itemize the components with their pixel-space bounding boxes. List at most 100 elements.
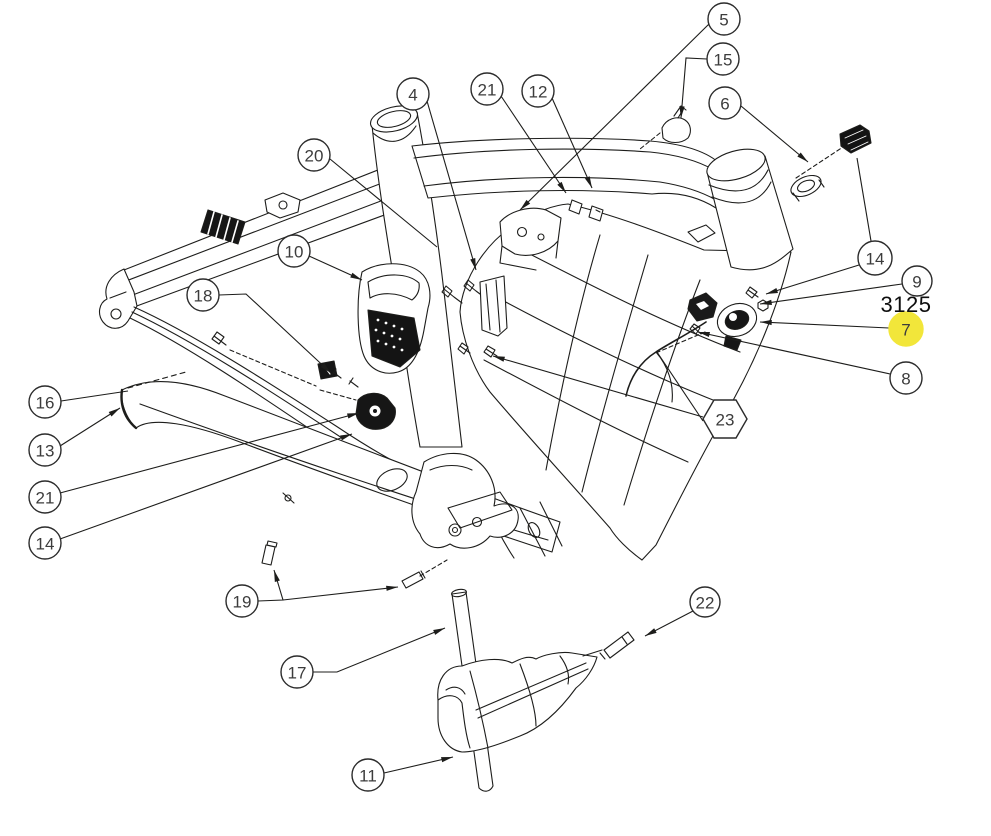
leader-line xyxy=(493,356,703,417)
callout-21: 21 xyxy=(29,413,359,513)
leader-arrowhead xyxy=(493,356,505,362)
head-tube xyxy=(703,143,793,270)
callout-number: 10 xyxy=(285,243,304,262)
leader-arrowhead xyxy=(108,408,120,417)
callout-number: 16 xyxy=(36,394,55,413)
callout-balloon-18[interactable] xyxy=(187,279,219,311)
callout-balloon-15[interactable] xyxy=(707,43,739,75)
callout-balloon-21[interactable] xyxy=(471,73,503,105)
callout-balloon-6[interactable] xyxy=(709,87,741,119)
leader-arrowhead xyxy=(584,176,592,188)
leader-arrowhead xyxy=(557,181,566,193)
leader-line xyxy=(698,332,890,374)
top-tube xyxy=(412,138,718,208)
callout-balloon-11[interactable] xyxy=(352,759,384,791)
callout-13: 13 xyxy=(29,408,120,466)
leader-arrowhead xyxy=(320,363,331,373)
leader-line xyxy=(741,106,808,162)
callout-10: 10 xyxy=(278,235,362,280)
callout-number: 14 xyxy=(866,250,885,269)
callout-balloon-4[interactable] xyxy=(397,78,429,110)
leader-arrowhead xyxy=(441,757,453,763)
callout-balloon-21[interactable] xyxy=(29,481,61,513)
callout-balloon-16[interactable] xyxy=(29,386,61,418)
leader-line xyxy=(681,58,707,118)
callout-number: 21 xyxy=(478,81,497,100)
callout-19: 19 xyxy=(226,570,398,617)
motor-junction xyxy=(373,453,518,548)
leader-line xyxy=(766,265,859,294)
callout-23: 23 xyxy=(493,352,747,438)
callout-balloon-13[interactable] xyxy=(29,434,61,466)
leader-line xyxy=(219,294,331,373)
highlighted-part-number: 3125 xyxy=(880,292,932,317)
leader-line xyxy=(330,159,437,247)
leader-arrowhead xyxy=(760,299,772,305)
leader-line xyxy=(657,352,703,421)
leader-arrowhead xyxy=(679,106,685,118)
leader-line xyxy=(857,158,871,241)
callout-number: 15 xyxy=(714,51,733,70)
grille-cover-part xyxy=(358,264,430,373)
callout-balloon-22[interactable] xyxy=(690,587,720,617)
callout-number: 6 xyxy=(720,95,729,114)
callout-6: 6 xyxy=(709,87,808,162)
leader-arrowhead xyxy=(340,434,352,441)
leader-line xyxy=(520,24,709,210)
callout-4: 4 xyxy=(397,78,476,270)
leader-line xyxy=(501,96,566,193)
callout-number: 23 xyxy=(716,411,735,430)
leader-line xyxy=(60,413,359,493)
leader-line xyxy=(313,628,445,672)
callout-number: 4 xyxy=(408,86,417,105)
leader-line xyxy=(60,434,352,539)
leader-arrowhead xyxy=(470,258,476,270)
leader-line xyxy=(258,570,283,601)
callout-balloon-8[interactable] xyxy=(890,362,922,394)
callout-balloon-10[interactable] xyxy=(278,235,310,267)
leader-line xyxy=(283,587,398,600)
leader-arrowhead xyxy=(350,272,362,280)
callout-21: 21 xyxy=(471,73,566,193)
callout-balloon-7[interactable] xyxy=(889,312,923,346)
callout-balloon-5[interactable] xyxy=(708,3,740,35)
callout-balloon-23[interactable] xyxy=(703,400,747,438)
stay-mount xyxy=(265,193,300,218)
callout-8: 8 xyxy=(698,332,922,394)
callout-balloon-12[interactable] xyxy=(522,75,554,107)
callout-number: 14 xyxy=(36,535,55,554)
leader-line xyxy=(384,757,453,773)
callout-number: 12 xyxy=(529,83,548,102)
leader-arrowhead xyxy=(645,628,657,636)
charge-port-sensor-parts xyxy=(658,287,768,352)
callout-balloon-14[interactable] xyxy=(858,241,892,275)
callout-balloon-14[interactable] xyxy=(29,527,61,559)
callout-number: 20 xyxy=(305,147,324,166)
callout-number: 19 xyxy=(233,593,252,612)
callout-14: 14 xyxy=(766,158,892,294)
callout-balloon-17[interactable] xyxy=(281,656,313,688)
callout-14: 14 xyxy=(29,434,352,559)
callout-balloon-9[interactable] xyxy=(902,266,932,296)
leader-line xyxy=(61,391,128,401)
callout-number: 9 xyxy=(912,273,921,292)
callout-balloon-20[interactable] xyxy=(298,139,330,171)
callout-balloon-19[interactable] xyxy=(226,585,258,617)
leader-line xyxy=(60,408,120,446)
callout-9: 9 xyxy=(760,266,932,305)
bash-guard xyxy=(438,650,602,752)
fastener-parts xyxy=(212,200,603,429)
leader-arrowhead xyxy=(433,628,445,635)
loose-bolts xyxy=(262,541,634,659)
rubber-boot xyxy=(201,210,245,244)
callout-15: 15 xyxy=(679,43,739,118)
leader-arrowhead xyxy=(698,331,710,338)
callout-number: 5 xyxy=(719,11,728,30)
callout-12: 12 xyxy=(522,75,592,188)
callout-number: 7 xyxy=(901,321,910,340)
leader-line xyxy=(760,322,889,328)
callout-number: 8 xyxy=(901,370,910,389)
